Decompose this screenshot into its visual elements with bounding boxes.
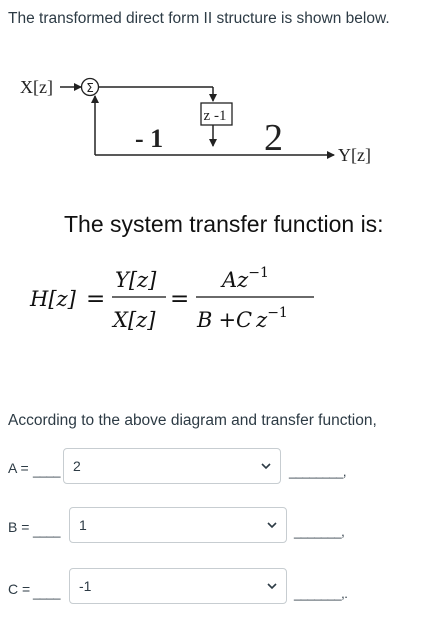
answer-b-select[interactable]: 1 xyxy=(69,507,287,543)
diagram-input-label: X[z] xyxy=(20,77,53,97)
intro-text: The transformed direct form II structure… xyxy=(8,10,390,27)
sum-symbol: Σ xyxy=(86,81,94,95)
ratio-numerator: Y[z] xyxy=(115,268,157,292)
formula-lhs: H[z] xyxy=(29,287,77,311)
formula-equals-1: = xyxy=(86,286,105,312)
question-c-lead-blank: ____ xyxy=(33,585,60,600)
ratio-denominator: X[z] xyxy=(111,308,156,332)
diagram-output-label: Y[z] xyxy=(338,145,371,165)
delay-block xyxy=(200,102,233,126)
question-a-lead-blank: ____ xyxy=(33,463,60,478)
question-b-label: B = xyxy=(8,519,30,535)
chevron-down-icon xyxy=(261,463,271,470)
answer-c-value: -1 xyxy=(79,578,92,594)
question-a-trail-blank: ________, xyxy=(289,464,346,479)
formula-equals-2: = xyxy=(170,286,189,312)
forward-gain: 2 xyxy=(264,117,283,159)
transfer-function-heading: The system transfer function is: xyxy=(64,211,384,237)
question-b-lead-blank: ____ xyxy=(33,523,60,538)
answer-c-select[interactable]: -1 xyxy=(69,568,287,604)
feedback-gain: - 1 xyxy=(135,124,163,153)
chevron-down-icon xyxy=(267,583,277,590)
question-a-label: A = xyxy=(8,460,29,476)
question-c-label: C = xyxy=(8,581,31,597)
answer-b-value: 1 xyxy=(79,517,87,533)
question-c-trail-blank: _______,. xyxy=(294,586,348,601)
question-b-trail-blank: _______, xyxy=(294,524,345,539)
tf-numerator: Az−1 xyxy=(220,265,269,292)
instruction-text: According to the above diagram and trans… xyxy=(8,412,377,429)
block-diagram: X[z] Σ z -1 - 1 2 Y[z] xyxy=(20,77,371,165)
answer-a-value: 2 xyxy=(73,458,81,474)
delay-label: z -1 xyxy=(204,108,227,124)
answer-a-select[interactable]: 2 xyxy=(63,448,281,484)
chevron-down-icon xyxy=(267,522,277,529)
